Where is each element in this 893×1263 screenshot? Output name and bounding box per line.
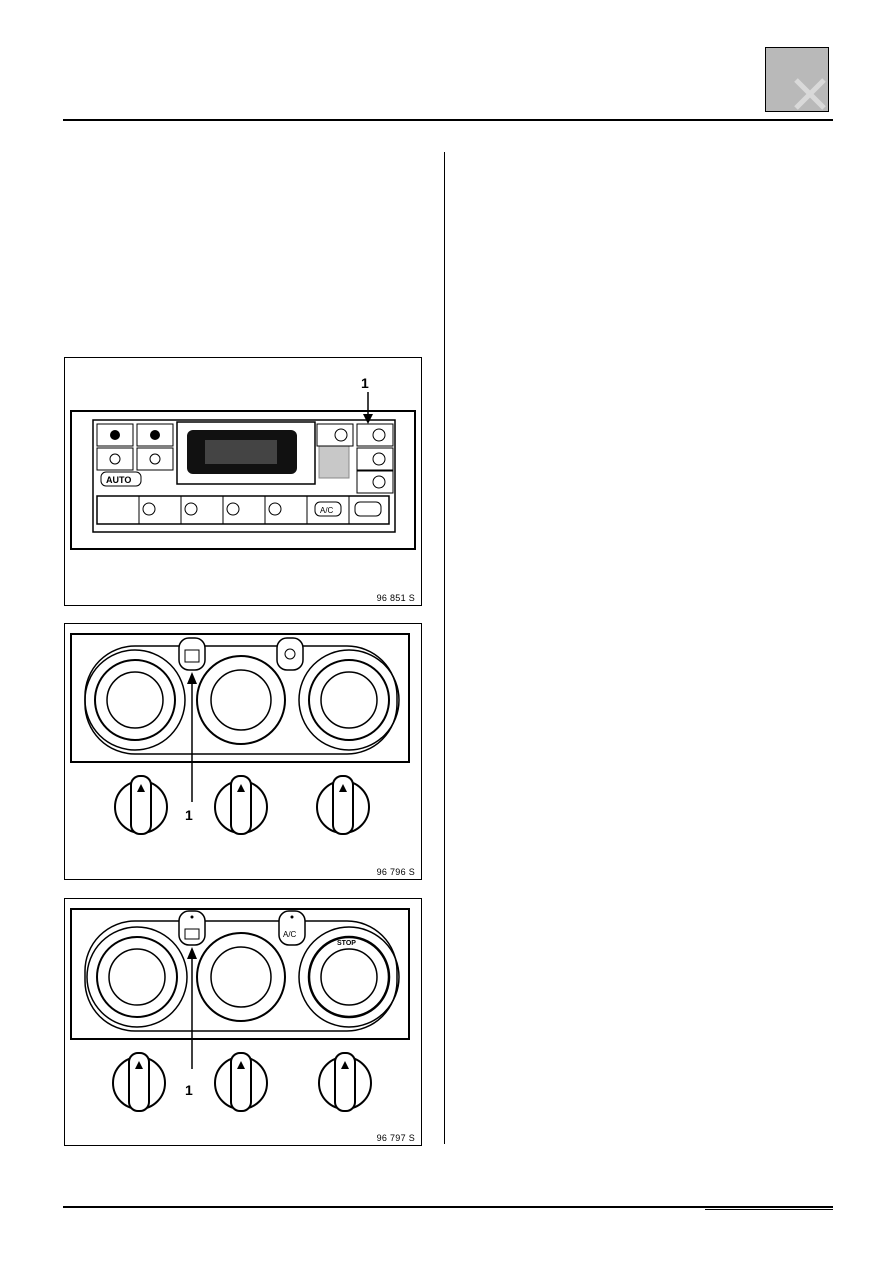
figure-ref: 96 851 S	[376, 593, 415, 603]
figure-2-callout: 1	[185, 807, 193, 823]
ac-controls-drawing: STOP A/C 1	[70, 908, 410, 1112]
cross-icon	[794, 78, 826, 110]
figure-heater-controls: 1 96 796 S	[64, 623, 422, 880]
heater-controls-drawing: 1	[70, 633, 410, 835]
header-rule	[63, 119, 833, 121]
figure-climate-panel: 1 AUTO	[64, 357, 422, 606]
figure-ref: 96 796 S	[376, 867, 415, 877]
footer-rule	[63, 1206, 833, 1208]
stop-label: STOP	[337, 940, 356, 947]
climate-panel-drawing: 1 AUTO	[70, 375, 416, 550]
figure-ac-controls: STOP A/C 1 96 797 S	[64, 898, 422, 1146]
figure-1-callout: 1	[361, 375, 369, 391]
auto-button-label: AUTO	[106, 475, 131, 485]
ac-button-label: A/C	[283, 930, 297, 939]
footer-rule-accent	[705, 1209, 833, 1210]
figure-ref: 96 797 S	[376, 1133, 415, 1143]
section-badge	[765, 47, 829, 112]
column-divider	[444, 152, 445, 1144]
ac-button-label: A/C	[320, 506, 334, 515]
figure-3-callout: 1	[185, 1082, 193, 1098]
